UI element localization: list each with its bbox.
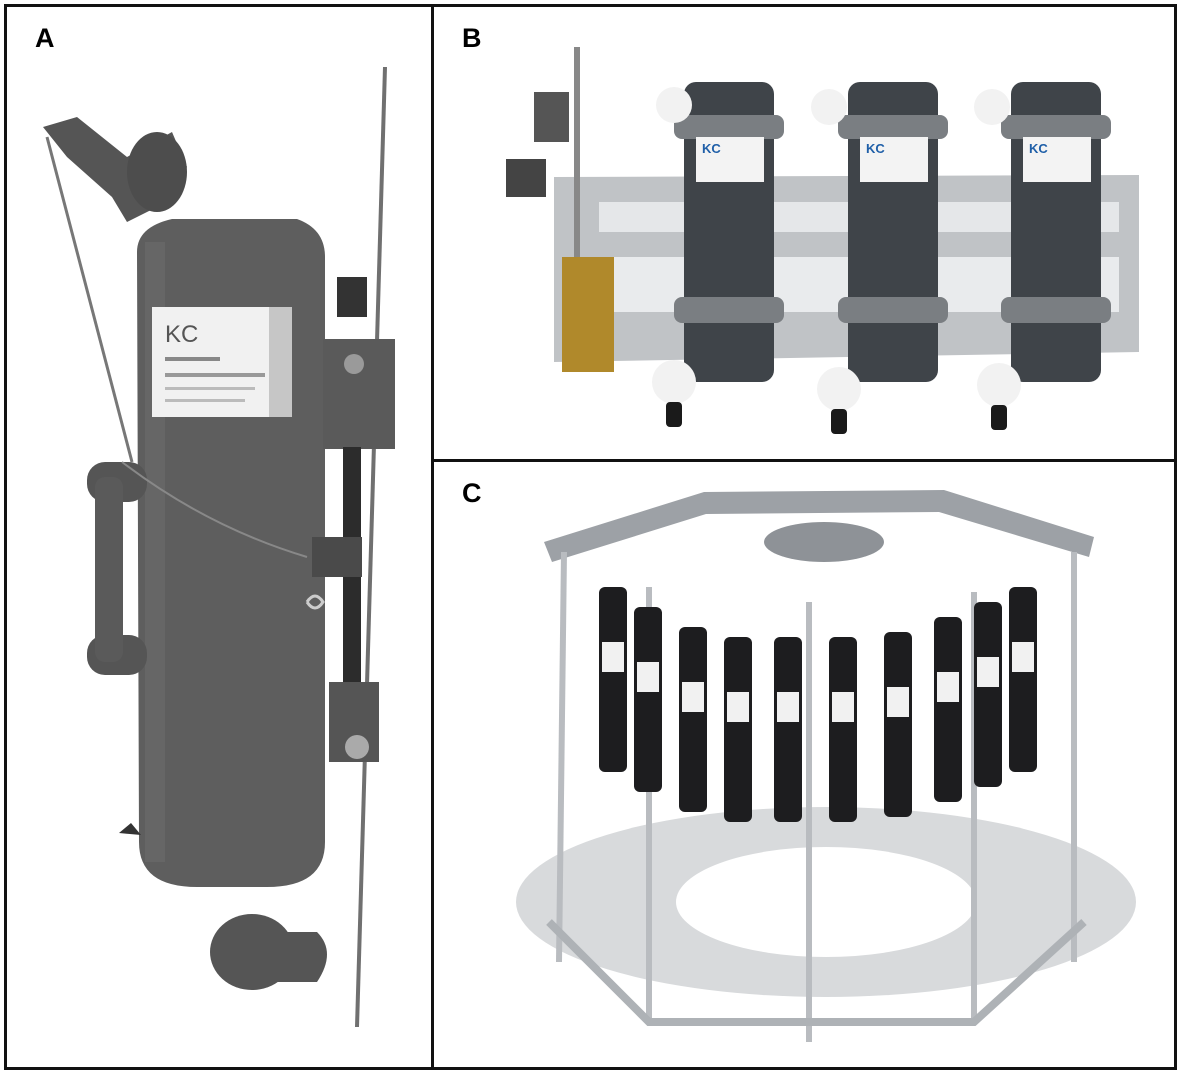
sampler-rack-illustration: KC KC KC bbox=[506, 47, 1139, 434]
sampler-logo-text-a: KC bbox=[165, 321, 198, 348]
panel-a: A KC bbox=[4, 4, 434, 1070]
bottle-logo-text-2: KC bbox=[866, 141, 885, 156]
bottle-logo-text-1: KC bbox=[702, 141, 721, 156]
panel-label-b: B bbox=[462, 23, 482, 53]
panel-label-c: C bbox=[462, 478, 482, 508]
bottle-logo-text-3: KC bbox=[1029, 141, 1048, 156]
rosette-sampler-illustration bbox=[516, 490, 1136, 1042]
panel-b: B bbox=[431, 4, 1177, 462]
water-sampler-illustration: KC bbox=[43, 66, 395, 1028]
panel-label-a: A bbox=[35, 23, 55, 53]
panel-c: C bbox=[431, 459, 1177, 1070]
